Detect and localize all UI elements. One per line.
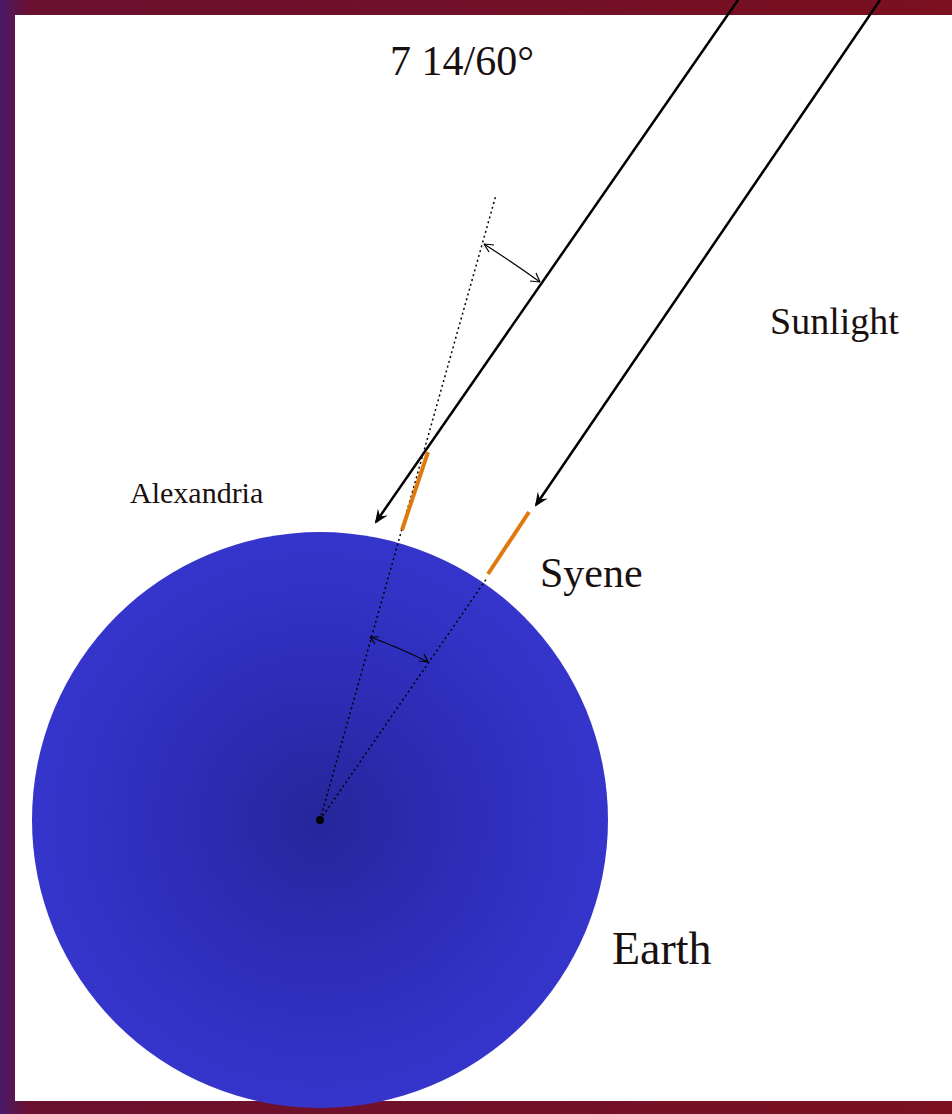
sun-ray xyxy=(536,0,880,505)
syene-vertical xyxy=(320,578,487,820)
syene-well xyxy=(488,512,529,574)
earth-label: Earth xyxy=(612,926,712,972)
centre-angle-arc xyxy=(370,637,428,662)
centre-angle-heads xyxy=(370,637,428,662)
angle-label: 7 14/60° xyxy=(390,40,534,82)
alexandria-shadow xyxy=(402,452,428,530)
earth-disc xyxy=(32,532,608,1108)
sunlight-label: Sunlight xyxy=(770,302,899,340)
angle-arc xyxy=(484,244,540,282)
place-label: Syene xyxy=(540,552,643,594)
sun-ray xyxy=(376,0,738,522)
alexandria-vertical xyxy=(320,195,496,820)
place-label: Alexandria xyxy=(130,478,263,508)
angle-arc-heads xyxy=(484,244,540,282)
